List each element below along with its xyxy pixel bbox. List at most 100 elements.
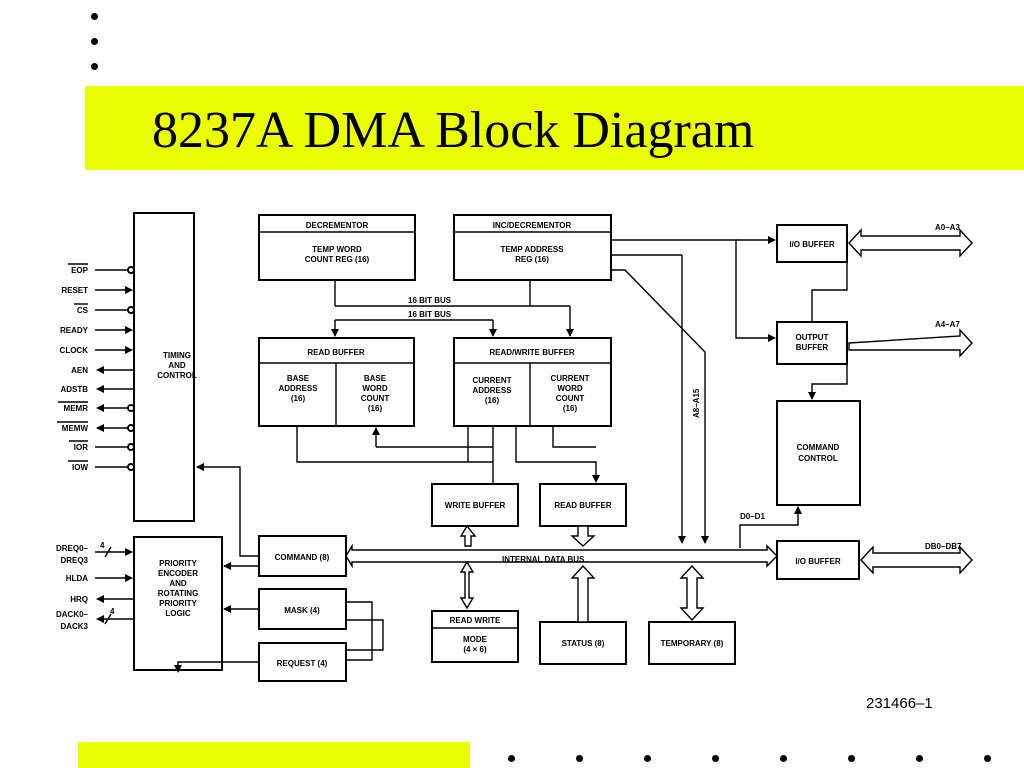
- a0-a3-label: A0–A3: [935, 223, 960, 232]
- command-register-label: COMMAND (8): [275, 553, 330, 562]
- bus-arrows: [345, 228, 973, 623]
- pin-cs: CS: [77, 306, 89, 315]
- priority-label-4: ROTATING: [158, 589, 199, 598]
- active-low-overbars: [57, 263, 88, 462]
- a4-a7-label: A4–A7: [935, 320, 960, 329]
- pin-eop: EOP: [71, 266, 89, 275]
- bus-16-label-a: 16 BIT BUS: [408, 296, 452, 305]
- temp-word-count-label-2: COUNT REG (16): [305, 255, 370, 264]
- write-buffer-block: [431, 483, 519, 527]
- io-buffer-top-block: [776, 224, 848, 263]
- footer-dot: [712, 755, 719, 762]
- footer-dot: [780, 755, 787, 762]
- request-register-label: REQUEST (4): [277, 659, 328, 668]
- pin-dreq3: DREQ3: [60, 556, 88, 565]
- internal-data-bus-label: INTERNAL DATA BUS: [502, 555, 585, 564]
- output-buffer-block: [776, 321, 848, 365]
- output-buffer-label-1: OUTPUT: [796, 333, 829, 342]
- status-register-label: STATUS (8): [562, 639, 605, 648]
- d0-d1-label: D0–D1: [740, 512, 765, 521]
- current-address-label-3: (16): [485, 396, 500, 405]
- slide-title: 8237A DMA Block Diagram: [152, 102, 755, 159]
- read-write-label: READ WRITE: [450, 616, 501, 625]
- priority-label-2: ENCODER: [158, 569, 198, 578]
- footer-dot: [644, 755, 651, 762]
- timing-label-1: TIMING: [163, 351, 191, 360]
- temporary-register-block: [648, 621, 736, 665]
- pin-aen: AEN: [71, 366, 88, 375]
- timing-label-2: AND: [168, 361, 186, 370]
- pin-memw: MEMW: [62, 424, 89, 433]
- timing-label-3: CONTROL: [157, 371, 197, 380]
- mode-register-block: [431, 610, 519, 663]
- current-word-count-label-2: WORD: [557, 384, 583, 393]
- base-word-count-label-4: (16): [368, 404, 383, 413]
- pin-adstb: ADSTB: [60, 385, 88, 394]
- pin-dack3: DACK3: [60, 622, 88, 631]
- pin-reset: RESET: [61, 286, 88, 295]
- command-control-label-1: COMMAND: [797, 443, 840, 452]
- base-address-label-2: ADDRESS: [278, 384, 318, 393]
- io-buffer-top-label: I/O BUFFER: [789, 240, 835, 249]
- title-banner: [85, 86, 1024, 170]
- io-buffer-bottom-label: I/O BUFFER: [795, 557, 841, 566]
- bullet-dot: [91, 13, 98, 20]
- footer-dot: [508, 755, 515, 762]
- current-address-label-2: ADDRESS: [472, 386, 512, 395]
- temp-address-label-1: TEMP ADDRESS: [500, 245, 564, 254]
- pin-hrq: HRQ: [70, 595, 88, 604]
- current-word-count-label-4: (16): [563, 404, 578, 413]
- pin-hlda: HLDA: [66, 574, 88, 583]
- pin-dreq0: DREQ0–: [56, 544, 89, 553]
- io-buffer-bottom-block: [776, 540, 860, 580]
- pin-memr: MEMR: [64, 404, 89, 413]
- temp-word-count-label-1: TEMP WORD: [312, 245, 362, 254]
- mode-label-1: MODE: [463, 635, 488, 644]
- command-control-label-2: CONTROL: [798, 454, 838, 463]
- timing-and-control-block: [133, 212, 195, 522]
- base-address-label-3: (16): [291, 394, 306, 403]
- priority-label-6: LOGIC: [165, 609, 191, 618]
- pin-iow: IOW: [72, 463, 88, 472]
- figure-number: 231466–1: [866, 695, 933, 712]
- decrementor-block: [258, 214, 416, 281]
- footer-banner: [78, 742, 470, 768]
- pin-lines: [95, 266, 135, 625]
- request-register-block: [258, 642, 347, 682]
- pin-ior: IOR: [74, 443, 88, 452]
- bullet-dot: [91, 63, 98, 70]
- base-word-count-label-2: WORD: [362, 384, 388, 393]
- pin-clock: CLOCK: [60, 346, 89, 355]
- incdecrementor-label: INC/DECREMENTOR: [493, 221, 572, 230]
- bullet-dot: [91, 38, 98, 45]
- command-register-block: [258, 535, 347, 577]
- status-register-block: [539, 621, 627, 665]
- internal-wires: [174, 236, 848, 673]
- write-buffer-label: WRITE BUFFER: [445, 501, 506, 510]
- pin-ready: READY: [60, 326, 89, 335]
- mode-label-2: (4 × 6): [463, 645, 487, 654]
- footer-dot: [916, 755, 923, 762]
- mask-register-block: [258, 588, 347, 630]
- base-address-label-1: BASE: [287, 374, 310, 383]
- incdecrementor-block: [453, 214, 612, 281]
- command-control-block: [776, 400, 861, 506]
- current-address-label-1: CURRENT: [472, 376, 511, 385]
- footer-dot: [848, 755, 855, 762]
- read-buffer-label: READ BUFFER: [307, 348, 365, 357]
- footer-dot: [576, 755, 583, 762]
- bus-width-4b: 4: [110, 607, 115, 616]
- base-word-count-label-3: COUNT: [361, 394, 390, 403]
- bus-16-label-b: 16 BIT BUS: [408, 310, 452, 319]
- footer-dot: [984, 755, 991, 762]
- base-word-count-label-1: BASE: [364, 374, 387, 383]
- read-buffer-small-block: [539, 483, 627, 527]
- output-buffer-label-2: BUFFER: [796, 343, 829, 352]
- read-buffer-small-label: READ BUFFER: [554, 501, 612, 510]
- current-word-count-label-3: COUNT: [556, 394, 585, 403]
- temporary-register-label: TEMPORARY (8): [661, 639, 724, 648]
- bus-width-4a: 4: [100, 541, 105, 550]
- db0-db7-label: DB0–DB7: [925, 542, 962, 551]
- temp-address-label-2: REG (16): [515, 255, 549, 264]
